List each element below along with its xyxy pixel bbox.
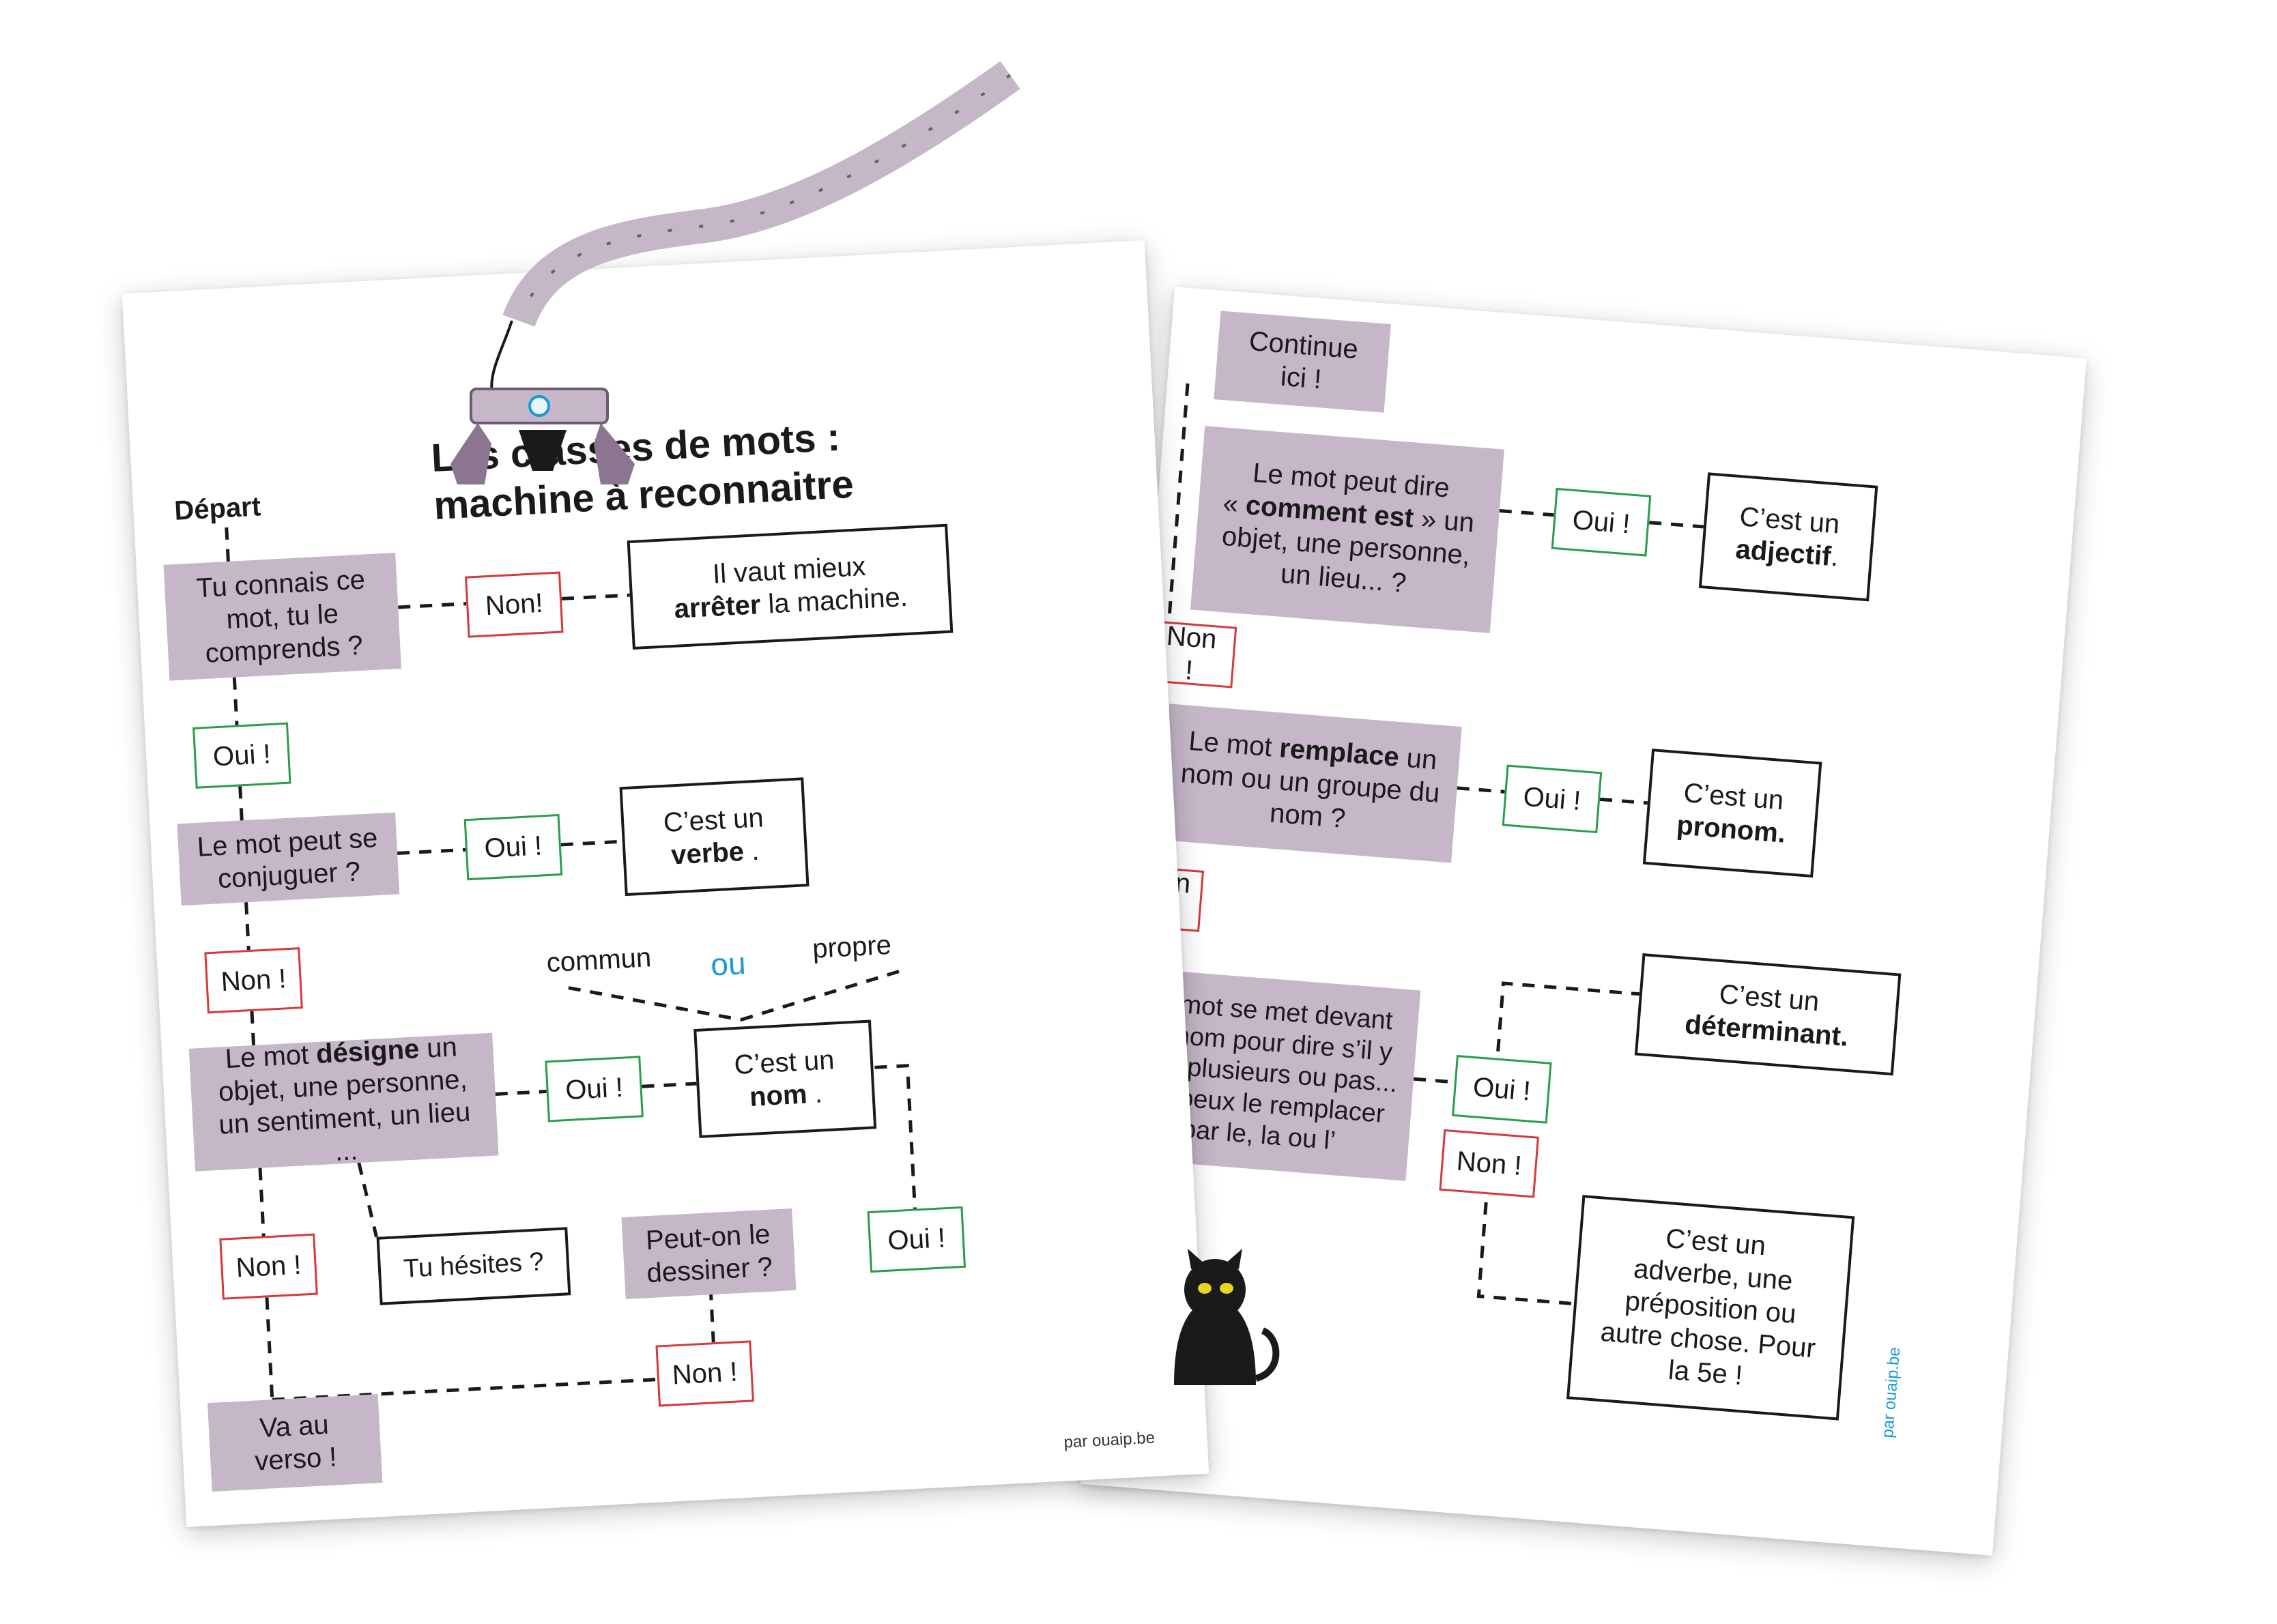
answer-adjectif: C’est un adjectif. <box>1698 472 1878 602</box>
continue-here-box: Continue ici ! <box>1214 310 1391 413</box>
oui-badge-connais: Oui ! <box>192 722 291 789</box>
non-badge-conjuguer: Non ! <box>204 947 303 1014</box>
oui-badge-determinant: Oui ! <box>1451 1055 1552 1124</box>
oui-badge-dessiner: Oui ! <box>867 1206 966 1273</box>
go-verso-box: Va au verso ! <box>207 1394 383 1492</box>
oui-badge-designe: Oui ! <box>545 1056 644 1122</box>
oui-badge-conjuguer: Oui ! <box>463 814 563 881</box>
credit-back: par ouaip.be <box>1878 1346 1904 1439</box>
non-badge-designe: Non ! <box>219 1233 318 1300</box>
answer-pronom: C’est un pronom. <box>1642 749 1822 878</box>
question-connais: Tu connais ce mot, tu le comprends ? <box>163 553 401 681</box>
answer-verbe: C’est un verbe . <box>619 777 810 897</box>
question-conjuguer: Le mot peut se conjuguer ? <box>177 812 400 906</box>
non-badge-dessiner: Non ! <box>655 1340 754 1407</box>
propre-label: propre <box>812 929 892 964</box>
answer-nom: C’est un nom . <box>693 1019 877 1138</box>
question-adjectif: Le mot peut dire « comment est » un obje… <box>1190 426 1504 633</box>
answer-arreter: Il vaut mieux arrêter la machine. <box>627 523 954 650</box>
non-badge-determinant: Non ! <box>1439 1129 1540 1198</box>
question-designe: Le mot désigne un objet, une personne, u… <box>188 1032 499 1172</box>
question-dessiner: Peut-on le dessiner ? <box>621 1208 797 1299</box>
hesites-box: Tu hésites ? <box>376 1227 571 1305</box>
commun-label: commun <box>545 942 653 978</box>
answer-other: C’est un adverbe, une préposition ou aut… <box>1566 1195 1855 1421</box>
credit-front: par ouaip.be <box>1063 1428 1156 1452</box>
non-badge-connais: Non! <box>465 571 564 638</box>
robot-arm-illustration <box>450 61 1020 484</box>
question-pronom: Le mot remplace un nom ou un groupe du n… <box>1158 704 1462 863</box>
oui-badge-adjectif: Oui ! <box>1551 487 1652 557</box>
oui-badge-pronom: Oui ! <box>1502 764 1603 834</box>
ou-label: ou <box>709 945 747 983</box>
cat-illustration <box>1174 1249 1280 1385</box>
answer-determinant: C’est un déterminant. <box>1634 953 1902 1076</box>
